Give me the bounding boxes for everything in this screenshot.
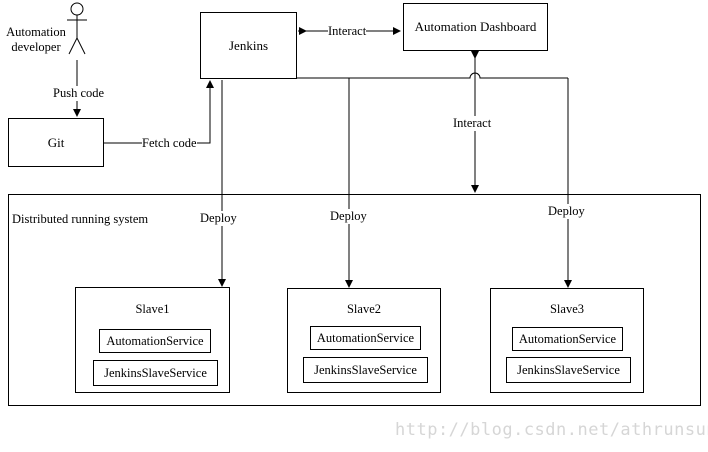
slave-title: Slave2 [346,302,382,316]
actor-figure [67,2,87,55]
watermark-text: http://blog.csdn.net/athrunsun [395,420,708,440]
slave-node-2: Slave2 AutomationService JenkinsSlaveSer… [287,288,441,393]
jenkins-slave-service-box: JenkinsSlaveService [506,357,631,383]
interact-top-label: Interact [328,24,367,39]
slave-node-1: Slave1 AutomationService JenkinsSlaveSer… [75,287,230,393]
distributed-system-label: Distributed running system [12,212,149,226]
interact-side-label: Interact [453,116,492,131]
slave-node-3: Slave3 AutomationService JenkinsSlaveSer… [490,288,644,393]
deploy-label-1: Deploy [200,211,237,226]
automation-service-box: AutomationService [310,326,421,350]
slave-title: Slave1 [135,302,170,316]
fetch-code-line [104,80,214,144]
actor-label: Automation developer [6,25,66,54]
jenkins-slave-service-box: JenkinsSlaveService [93,360,218,386]
git-node: Git [8,118,104,167]
push-code-label: Push code [53,86,105,101]
fetch-code-label: Fetch code [142,136,197,151]
deploy-label-2: Deploy [330,209,367,224]
jenkins-node: Jenkins [200,12,297,79]
slave-title: Slave3 [549,302,585,316]
automation-service-box: AutomationService [99,329,211,353]
jenkins-slave-service-box: JenkinsSlaveService [303,357,428,383]
automation-service-box: AutomationService [512,327,623,351]
dashboard-node: Automation Dashboard [403,3,548,51]
deploy-label-3: Deploy [548,204,585,219]
distributed-system-container [8,194,701,406]
